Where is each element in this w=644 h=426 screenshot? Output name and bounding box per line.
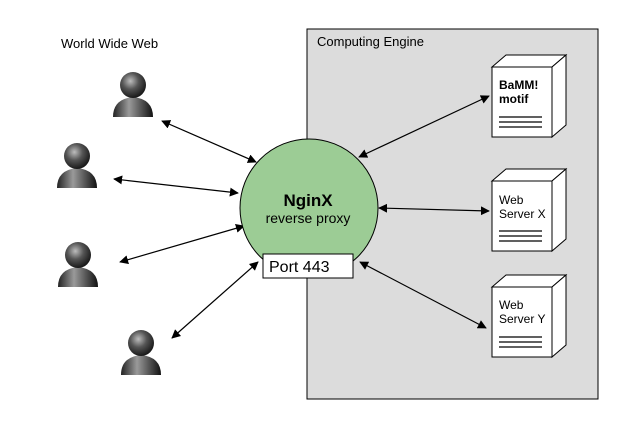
connection-arrow <box>113 175 239 197</box>
user-icon <box>57 143 97 188</box>
connection-arrow <box>171 261 259 339</box>
world-wide-web-label: World Wide Web <box>61 36 158 51</box>
server-label-line1: BaMM! <box>499 78 538 92</box>
server-web-y: Web Server Y <box>491 274 567 358</box>
port-box <box>262 253 354 279</box>
connection-arrow <box>378 203 490 216</box>
connection-arrow <box>359 261 487 329</box>
server-bamm-motif: BaMM! motif <box>491 54 567 138</box>
connection-arrow <box>161 120 257 163</box>
connection-arrow <box>358 95 490 158</box>
proxy-subtitle: reverse proxy <box>266 210 351 226</box>
server-label-line2: motif <box>499 92 529 106</box>
computing-engine-label: Computing Engine <box>317 34 424 49</box>
user-icon <box>113 72 153 117</box>
connection-arrow <box>119 223 245 265</box>
server-web-x: Web Server X <box>491 168 567 252</box>
server-label-line1: Web <box>499 193 524 207</box>
user-icon <box>58 242 98 287</box>
user-icon <box>121 330 161 375</box>
proxy-title: NginX <box>283 191 333 210</box>
server-label-line2: Server X <box>499 207 546 221</box>
server-label-line2: Server Y <box>499 312 545 326</box>
port-label: Port 443 <box>269 259 330 276</box>
server-label-line1: Web <box>499 298 524 312</box>
